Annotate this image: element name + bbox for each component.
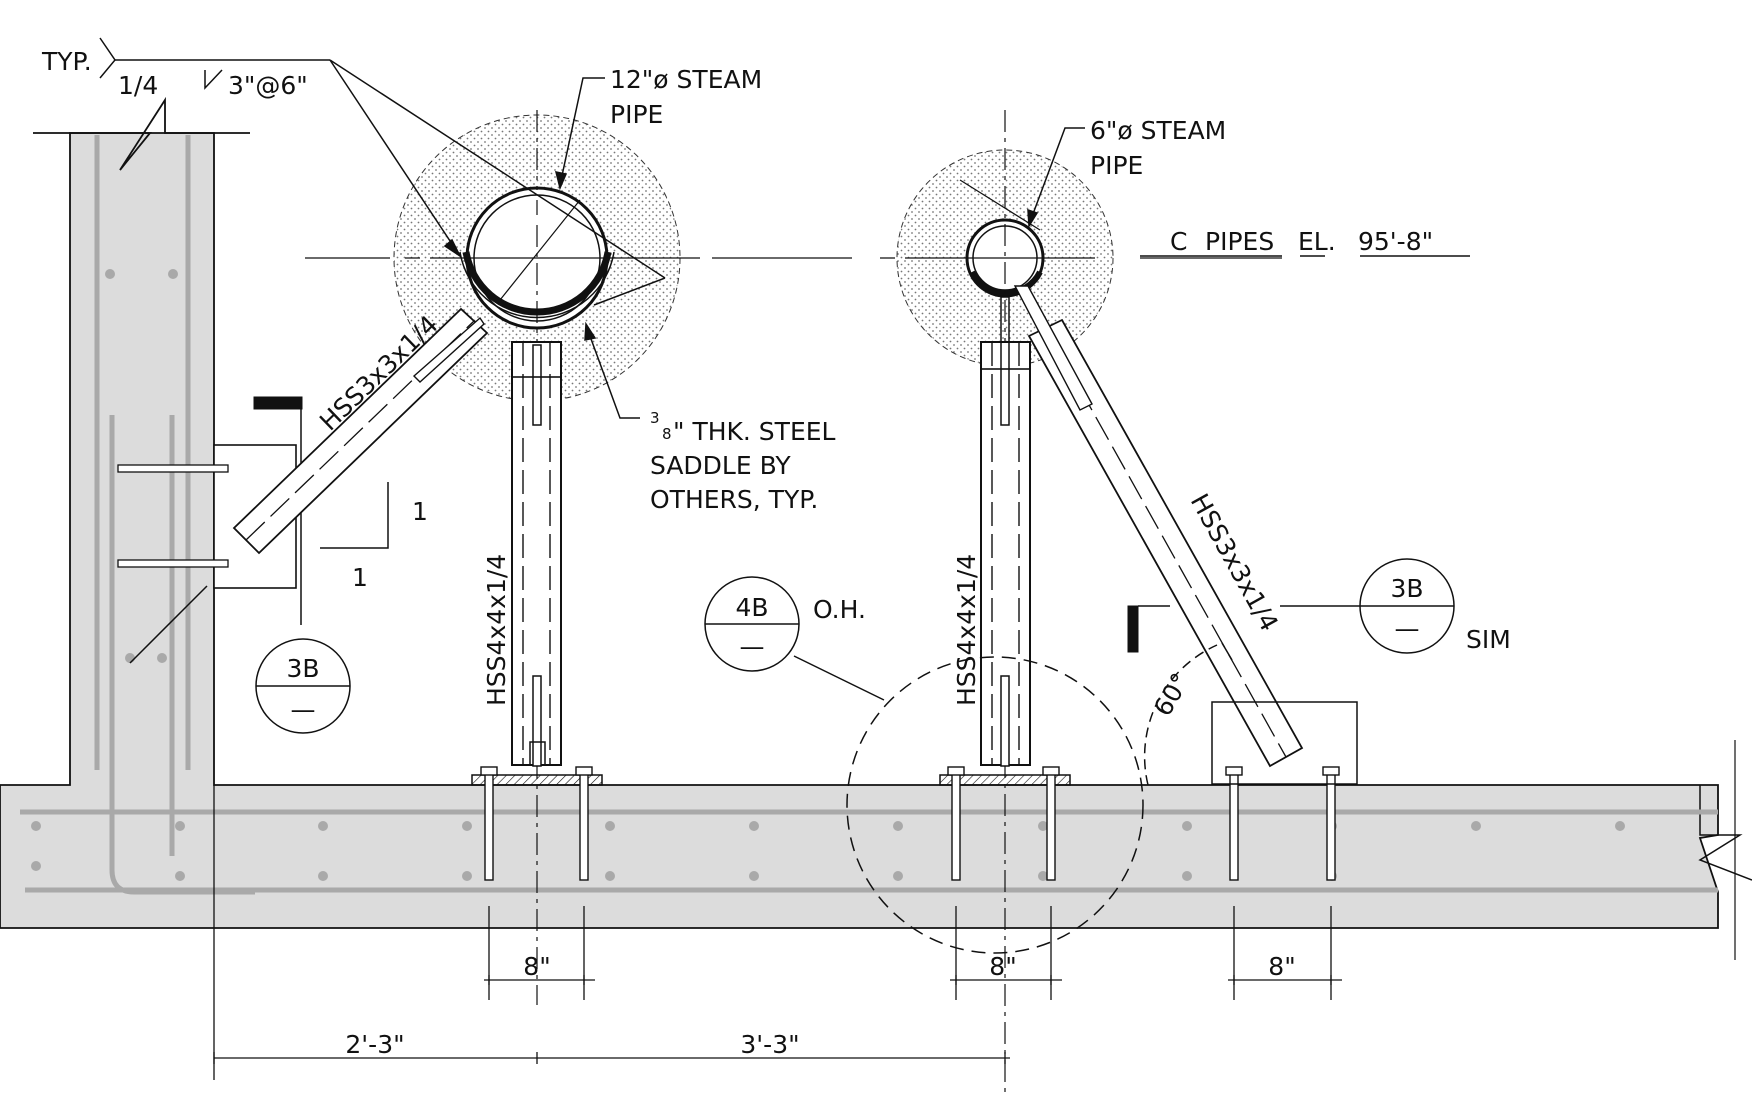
elevation-cl: C (1170, 227, 1187, 256)
pipe-leaders (554, 77, 1085, 419)
saddle-line1: " THK. STEEL (673, 417, 836, 446)
brace-left (232, 307, 489, 555)
callout-left-bottom: — (291, 695, 316, 724)
weld-size: 1/4 (118, 71, 158, 100)
dim-span-a: 2'-3" (345, 1030, 404, 1059)
callout-mid-note: O.H. (813, 595, 866, 624)
saddle-line2: SADDLE BY (650, 451, 791, 480)
dim-bolt-right: 8" (1268, 952, 1295, 981)
slope-rise: 1 (412, 497, 428, 526)
detail-circle (129, 585, 1144, 954)
post-right-label: HSS4x4x1/4 (952, 554, 981, 706)
saddle-frac-den: 8 (662, 425, 672, 443)
callout-left (255, 638, 351, 734)
post-right (939, 296, 1071, 786)
callout-right-bottom: — (1395, 614, 1420, 643)
rebar-dots (31, 269, 1625, 881)
weld-pitch: 3"@6" (228, 71, 308, 100)
center-lines (305, 110, 1282, 1095)
anchor-bolts (480, 766, 1340, 881)
brace-right (1013, 285, 1358, 785)
angle-arc (1143, 642, 1233, 786)
saddle-frac-num: 3 (650, 409, 660, 427)
callout-left-top: 3B (286, 654, 319, 683)
callout-right-top: 3B (1390, 574, 1423, 603)
callout-mid-bottom: — (740, 632, 765, 661)
callout-mid (704, 576, 800, 672)
callout-right-note: SIM (1466, 625, 1511, 654)
slope-indicator (320, 482, 389, 549)
angle-label: 60° (1148, 668, 1195, 721)
callout-mid-top: 4B (735, 593, 768, 622)
dimension-lines (213, 785, 1342, 1080)
dim-bolt-left: 8" (523, 952, 550, 981)
weld-typ: TYP. (41, 47, 92, 76)
post-left-label: HSS4x4x1/4 (482, 554, 511, 706)
slope-run: 1 (352, 563, 368, 592)
pipe12-label-line1: 12"ø STEAM (610, 65, 762, 94)
pipe12-label-line2: PIPE (610, 100, 663, 129)
callout-right (1138, 558, 1455, 654)
pipe6-label-line1: 6"ø STEAM (1090, 116, 1226, 145)
pipe6-label-line2: PIPE (1090, 151, 1143, 180)
rebar (20, 135, 1718, 895)
saddle-line3: OTHERS, TYP. (650, 485, 818, 514)
post-left (471, 341, 603, 786)
elevation-value: 95'-8" (1358, 227, 1433, 256)
dim-bolt-mid: 8" (989, 952, 1016, 981)
elevation-el: EL. (1298, 227, 1336, 256)
weld-symbol (99, 37, 666, 306)
dim-span-b: 3'-3" (740, 1030, 799, 1059)
elevation-text: PIPES (1205, 227, 1274, 256)
